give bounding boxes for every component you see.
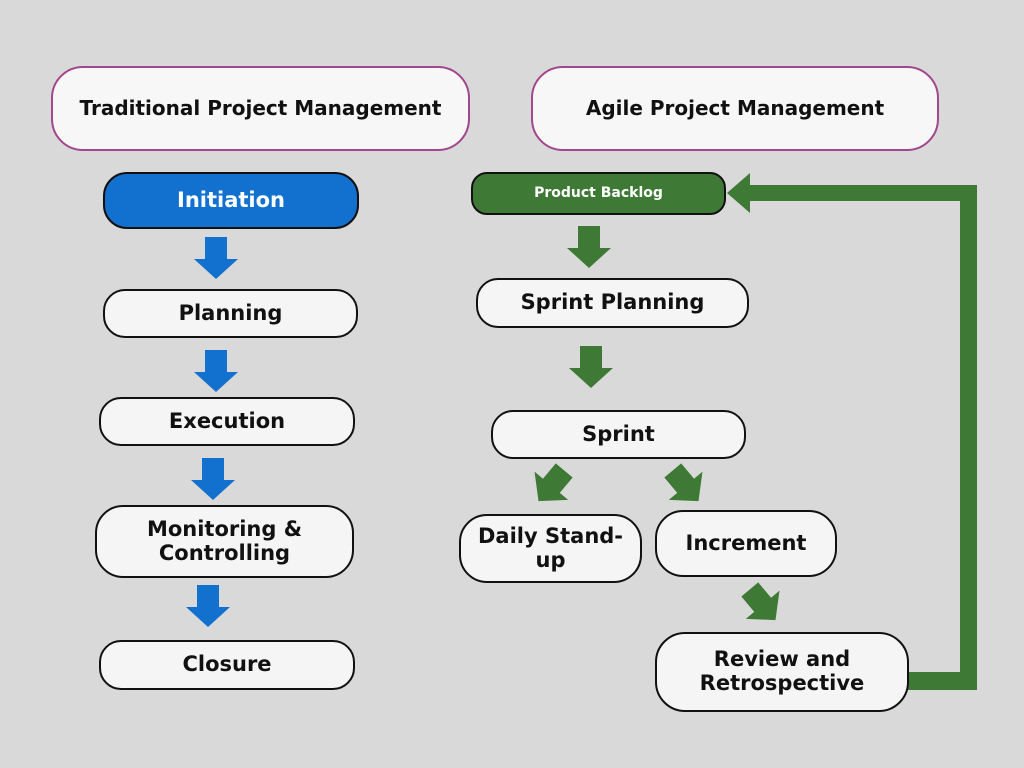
step-planning: Planning	[103, 289, 358, 338]
arrow-sprint-to-increment	[664, 463, 703, 502]
arrow-increment-to-review	[741, 582, 780, 621]
step-execution: Execution	[99, 397, 355, 446]
arrow-sprint-to-daily-standup	[534, 463, 573, 502]
review-retrospective: Review and Retrospective	[655, 632, 909, 712]
increment: Increment	[655, 510, 837, 577]
traditional-header: Traditional Project Management	[51, 66, 470, 151]
arrow-sprint-planning-to-sprint	[569, 346, 613, 388]
sprint-planning: Sprint Planning	[476, 278, 749, 328]
daily-standup: Daily Stand-up	[459, 514, 642, 583]
arrow-initiation-to-planning	[194, 237, 238, 279]
step-closure: Closure	[99, 640, 355, 690]
step-monitoring-controlling: Monitoring & Controlling	[95, 505, 354, 578]
step-initiation: Initiation	[103, 172, 359, 229]
product-backlog: Product Backlog	[471, 172, 726, 215]
sprint: Sprint	[491, 410, 746, 459]
arrow-execution-to-monitoring	[191, 458, 235, 500]
arrow-backlog-to-sprint-planning	[567, 226, 611, 268]
arrow-planning-to-execution	[194, 350, 238, 392]
agile-header: Agile Project Management	[531, 66, 939, 151]
arrow-monitoring-to-closure	[186, 585, 230, 627]
